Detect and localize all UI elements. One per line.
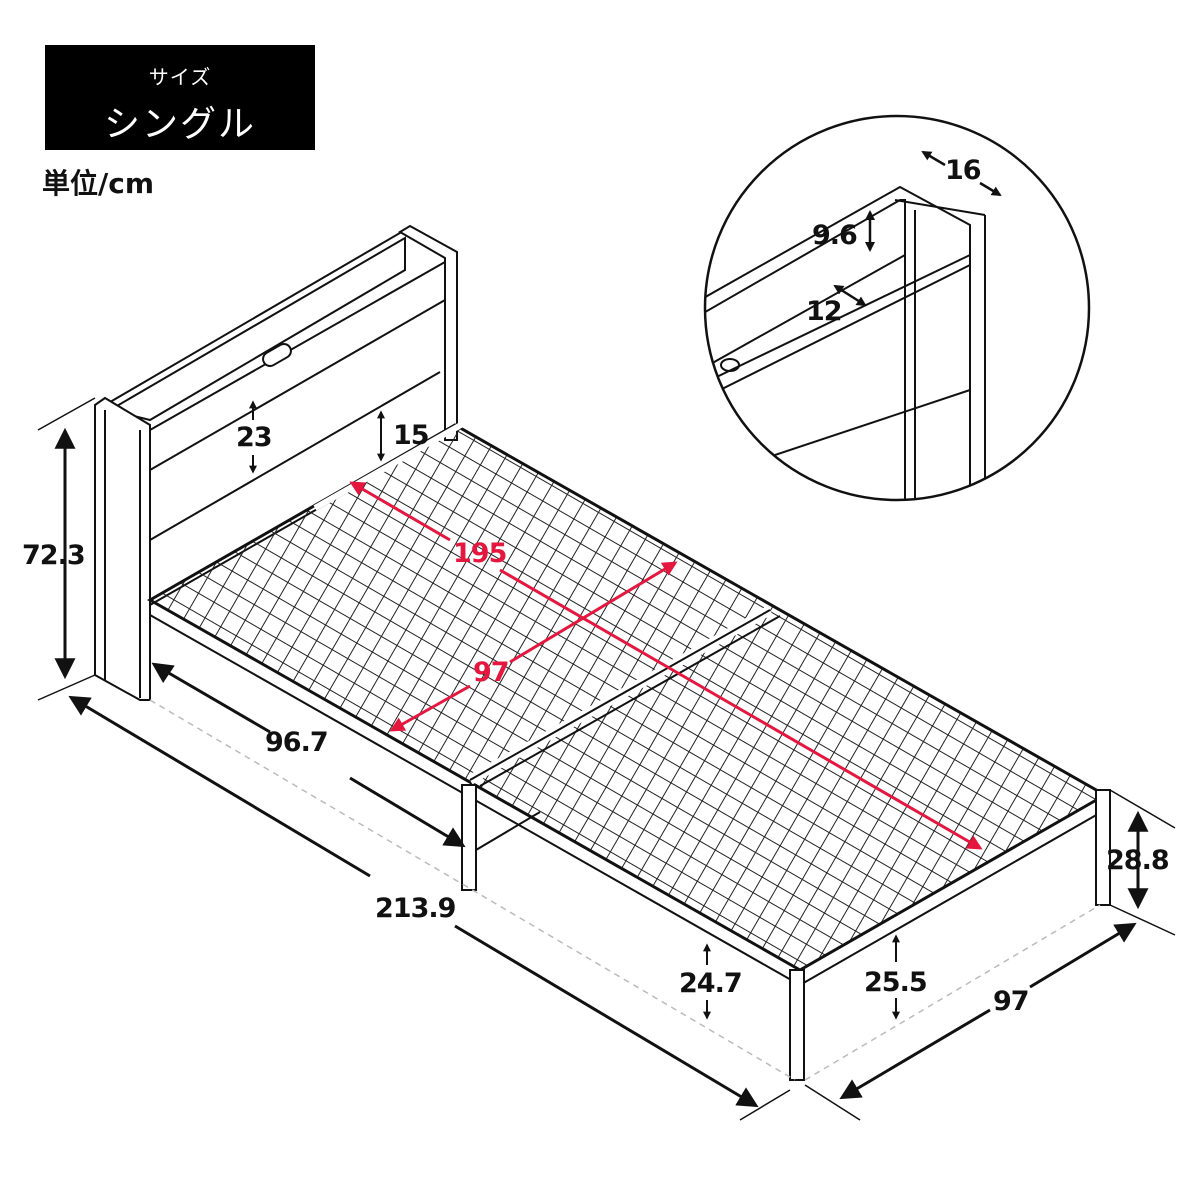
dim-end-clearance: 25.5 — [864, 967, 928, 998]
red-dimension-lines — [349, 481, 983, 850]
size-caption: サイズ — [148, 65, 212, 89]
dim-inner-length: 195 — [453, 538, 507, 569]
detail-shelf-top-depth: 16 — [945, 155, 982, 186]
dim-headboard-gap: 15 — [393, 420, 430, 451]
dim-total-height: 72.3 — [22, 540, 86, 571]
headboard — [94, 224, 458, 701]
dim-side-clearance: 24.7 — [679, 968, 743, 999]
detail-shelf-depth: 12 — [806, 296, 843, 327]
dim-half-length: 96.7 — [265, 727, 329, 758]
dim-footboard-height: 28.8 — [1106, 845, 1170, 876]
size-label-box: サイズ シングル — [45, 45, 315, 150]
dim-total-length: 213.9 — [375, 893, 456, 924]
size-value: シングル — [103, 104, 256, 145]
detail-circle — [703, 114, 1091, 502]
dim-headboard-panel: 23 — [236, 422, 273, 453]
detail-shelf-height: 9.6 — [812, 220, 858, 251]
floor-guides — [149, 699, 1101, 1081]
dim-total-width: 97 — [993, 986, 1030, 1017]
dim-inner-width: 97 — [473, 657, 510, 688]
unit-label: 単位/cm — [42, 167, 155, 200]
dimension-lines — [37, 397, 1176, 1121]
